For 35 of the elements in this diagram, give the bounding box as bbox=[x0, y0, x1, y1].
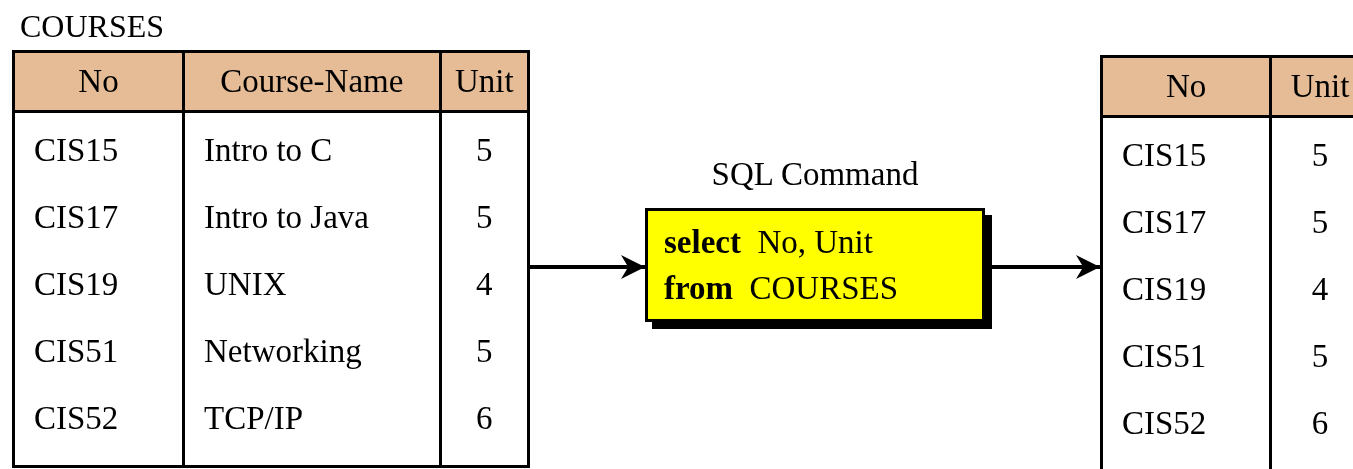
table-entry: Intro to Java bbox=[204, 201, 369, 234]
arrow bbox=[530, 255, 645, 279]
table-entry: 5 bbox=[476, 335, 493, 368]
table-entry: CIS51 bbox=[1122, 340, 1207, 373]
table-entry: CIS51 bbox=[34, 335, 119, 368]
column-header: Unit bbox=[454, 65, 514, 98]
table-entry: 5 bbox=[1311, 206, 1329, 239]
table-entry: CIS15 bbox=[34, 134, 119, 167]
table-entry: 5 bbox=[1311, 139, 1329, 172]
table-entry: CIS19 bbox=[1122, 273, 1207, 306]
table-entry: 4 bbox=[476, 268, 493, 301]
table-entry: 6 bbox=[476, 402, 493, 435]
table-entry: CIS17 bbox=[1122, 206, 1207, 239]
table-title: COURSES bbox=[20, 10, 165, 42]
command-heading: SQL Command bbox=[710, 158, 920, 191]
table-entry: CIS52 bbox=[34, 402, 119, 435]
table-entry: CIS15 bbox=[1122, 139, 1207, 172]
column-header: No bbox=[78, 65, 119, 98]
table-entry: CIS19 bbox=[34, 268, 119, 301]
column-header: No bbox=[1165, 70, 1207, 103]
table-entry: TCP/IP bbox=[204, 402, 304, 435]
column-header: Unit bbox=[1290, 70, 1350, 103]
table-entry: 5 bbox=[476, 201, 493, 234]
table-entry: CIS52 bbox=[1122, 407, 1207, 440]
table-entry: 4 bbox=[1311, 273, 1329, 306]
table-entry: UNIX bbox=[204, 268, 287, 301]
sql-line: from COURSES bbox=[664, 269, 900, 308]
table-entry: 5 bbox=[1311, 340, 1329, 373]
table-entry: Networking bbox=[204, 335, 362, 368]
sql-line: select No, Unit bbox=[664, 223, 874, 262]
table-entry: 6 bbox=[1311, 407, 1329, 440]
column-header: Course-Name bbox=[220, 65, 404, 98]
table-entry: CIS17 bbox=[34, 201, 119, 234]
table-entry: Intro to C bbox=[204, 134, 333, 167]
table-entry: 5 bbox=[476, 134, 493, 167]
